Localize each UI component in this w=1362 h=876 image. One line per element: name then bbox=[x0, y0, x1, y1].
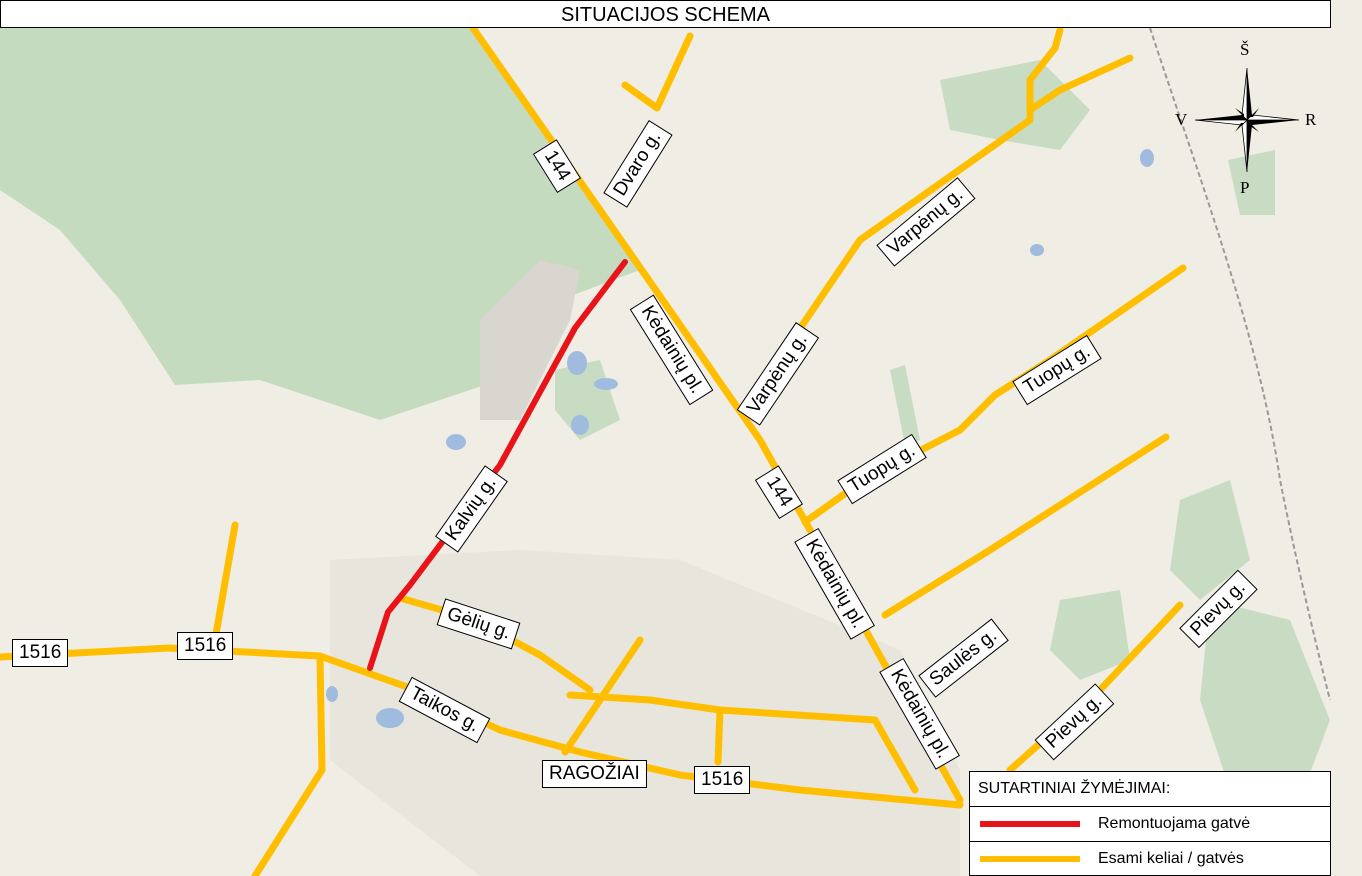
pond bbox=[376, 708, 404, 728]
place-label-ragoziai: RAGOŽIAI bbox=[542, 760, 647, 788]
road-varpenu bbox=[776, 26, 1064, 362]
industrial-area bbox=[480, 260, 580, 420]
road-village-2 bbox=[561, 636, 644, 756]
forest-area bbox=[890, 365, 920, 445]
road-west-2 bbox=[211, 521, 239, 644]
pond bbox=[326, 686, 338, 702]
compass-west-label: V bbox=[1175, 110, 1188, 129]
legend-swatch-repair bbox=[980, 821, 1080, 827]
forest-area bbox=[1050, 590, 1130, 680]
pond bbox=[571, 415, 589, 435]
legend-item-repair: Remontuojama gatvė bbox=[970, 807, 1330, 842]
road-label-1516: 1516 bbox=[177, 632, 234, 660]
road-west bbox=[251, 652, 326, 876]
road-varpenu-branch bbox=[1026, 54, 1134, 114]
map-title: SITUACIJOS SCHEMA bbox=[0, 0, 1331, 28]
railway bbox=[1149, 27, 1331, 701]
compass-rose-icon bbox=[1194, 67, 1300, 173]
road-village-3 bbox=[714, 706, 724, 766]
road-saules bbox=[881, 433, 1170, 619]
map-legend: SUTARTINIAI ŽYMĖJIMAI: Remontuojama gatv… bbox=[969, 771, 1331, 876]
legend-label-roads: Esami keliai / gatvės bbox=[1098, 850, 1244, 867]
compass-east-label: R bbox=[1305, 110, 1317, 129]
forest-area bbox=[1170, 480, 1250, 600]
pond bbox=[567, 351, 587, 375]
forest-area bbox=[1200, 600, 1330, 800]
road-dvaro bbox=[621, 32, 694, 112]
compass-south-label: P bbox=[1240, 178, 1250, 197]
legend-title: SUTARTINIAI ŽYMĖJIMAI: bbox=[970, 772, 1330, 807]
legend-label-repair: Remontuojama gatvė bbox=[1098, 815, 1251, 832]
legend-swatch-roads bbox=[980, 856, 1080, 862]
legend-item-roads: Esami keliai / gatvės bbox=[970, 842, 1330, 876]
pond bbox=[1140, 149, 1154, 167]
forest-area bbox=[940, 60, 1090, 150]
road-label-1516: 1516 bbox=[12, 639, 69, 667]
pond bbox=[1030, 244, 1044, 256]
compass-north-label: Š bbox=[1240, 40, 1250, 59]
pond bbox=[594, 378, 618, 390]
forest-area bbox=[1228, 150, 1275, 215]
road-label-1516: 1516 bbox=[694, 766, 751, 794]
pond bbox=[446, 434, 466, 450]
